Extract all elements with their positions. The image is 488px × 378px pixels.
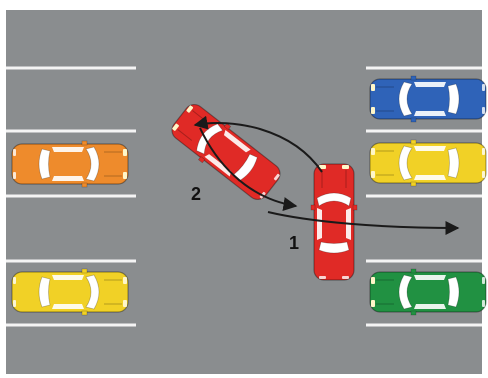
green-parked-car [370, 269, 486, 315]
step-1-label: 1 [289, 233, 299, 254]
orange-parked-car [12, 141, 128, 187]
yellow-parked-car-left [12, 269, 128, 315]
step-2-label: 2 [191, 184, 201, 205]
blue-parked-car [370, 76, 486, 122]
yellow-parked-car-right [370, 140, 486, 186]
